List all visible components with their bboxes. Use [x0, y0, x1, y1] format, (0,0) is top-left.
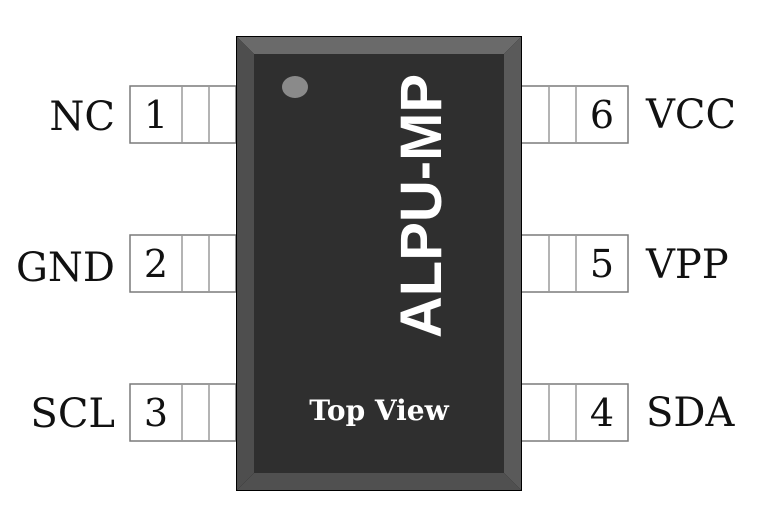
pin-label-3: SCL: [30, 391, 115, 437]
pin-number-6: 6: [590, 93, 614, 137]
view-label: Top View: [309, 394, 449, 427]
pin-label-5: VPP: [645, 242, 729, 288]
pin-number-3: 3: [144, 391, 168, 435]
pin-label-6: VCC: [645, 92, 736, 138]
pin-number-5: 5: [590, 242, 614, 286]
pin-number-4: 4: [590, 391, 614, 435]
pin-label-2: GND: [16, 245, 115, 291]
pin-label-1: NC: [49, 94, 115, 140]
lead-pin-5: [520, 234, 629, 293]
pin-label-4: SDA: [646, 390, 735, 436]
lead-pin-6: [520, 85, 629, 144]
lead-pin-2: [129, 234, 237, 293]
lead-pin-3: [129, 383, 237, 442]
lead-pin-1: [129, 85, 237, 144]
chip-body: [236, 36, 522, 491]
pin-number-1: 1: [144, 93, 168, 137]
chip-name: ALPU-MP: [389, 74, 454, 338]
pin-number-2: 2: [144, 242, 168, 286]
pin1-marker-dot: [282, 76, 308, 98]
lead-pin-4: [520, 383, 629, 442]
